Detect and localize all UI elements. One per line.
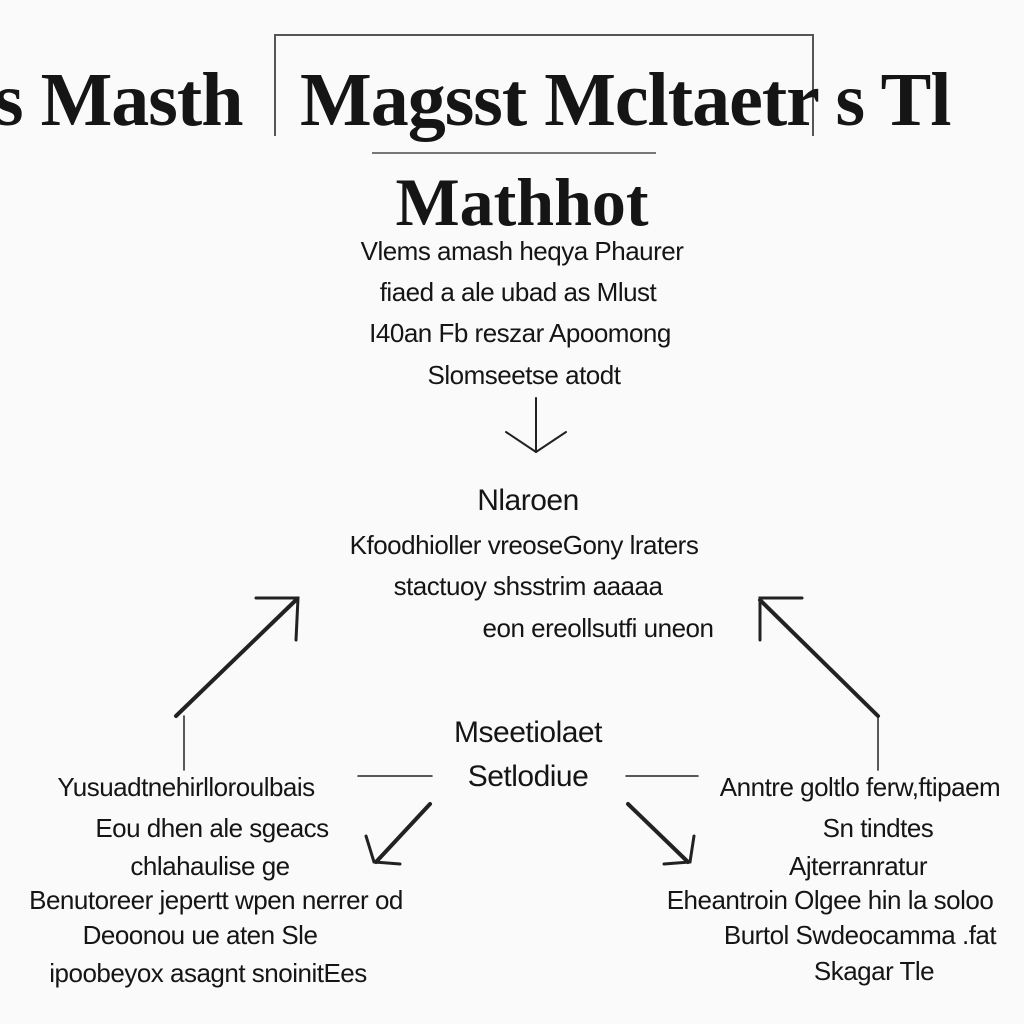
right-line-3: Ajterranratur — [789, 851, 928, 881]
middle-line-3: eon ereollsutfi uneon — [482, 613, 714, 643]
header-left-title: s Masth — [0, 58, 243, 142]
center-title: Mseetiolaet — [454, 716, 602, 749]
right-line-4: Eheantroin Olgee hin la soloo — [666, 885, 994, 915]
right-line-1: Anntre goltlo ferw,ftipaem — [719, 772, 1001, 802]
left-line-3: chlahaulise ge — [130, 851, 290, 881]
left-line-2: Eou dhen ale sgeacs — [95, 813, 329, 843]
down-right-arrowhead — [662, 834, 696, 866]
middle-title: Nlaroen — [477, 484, 579, 517]
header-divider — [372, 152, 656, 154]
center-subtitle: Setlodiue — [467, 760, 589, 793]
main-title: Mathhot — [395, 164, 649, 240]
header-title-frame — [274, 34, 814, 136]
down-left-arrow — [374, 802, 432, 864]
main-down-arrowhead — [505, 431, 567, 454]
right-line-2: Sn tindtes — [822, 813, 934, 843]
left-line-1: Yusuadtnehirlloroulbais — [57, 772, 315, 802]
left-up-arrowhead — [254, 596, 300, 642]
right-line-6: Skagar Tle — [813, 956, 935, 986]
main-line-1: Vlems amash heqya Phaurer — [360, 236, 684, 266]
right-up-arrowhead — [758, 596, 804, 642]
main-line-2: fiaed a ale ubad as Mlust — [379, 277, 657, 307]
middle-line-1: Kfoodhioller vreoseGony lraters — [349, 530, 699, 560]
header-right-title: Magsst Mcltaetr s Tl — [300, 58, 951, 142]
main-line-3: I40an Fb reszar Apoomong — [369, 318, 671, 348]
right-line-5: Burtol Swdeocamma .fat — [723, 920, 997, 950]
down-right-arrow — [626, 802, 690, 864]
down-left-arrowhead — [364, 834, 402, 866]
left-line-6: ipoobeyox asagnt snoinitEes — [49, 958, 367, 988]
main-line-4: Slomseetse atodt — [427, 360, 621, 390]
left-line-5: Deoonou ue aten Sle — [82, 920, 318, 950]
left-line-4: Benutoreer jepertt wpen nerrer od — [29, 885, 403, 915]
left-up-arrow — [174, 598, 298, 718]
middle-line-2: stactuoy shsstrim aaaaa — [393, 571, 663, 601]
right-up-arrow — [758, 598, 880, 718]
